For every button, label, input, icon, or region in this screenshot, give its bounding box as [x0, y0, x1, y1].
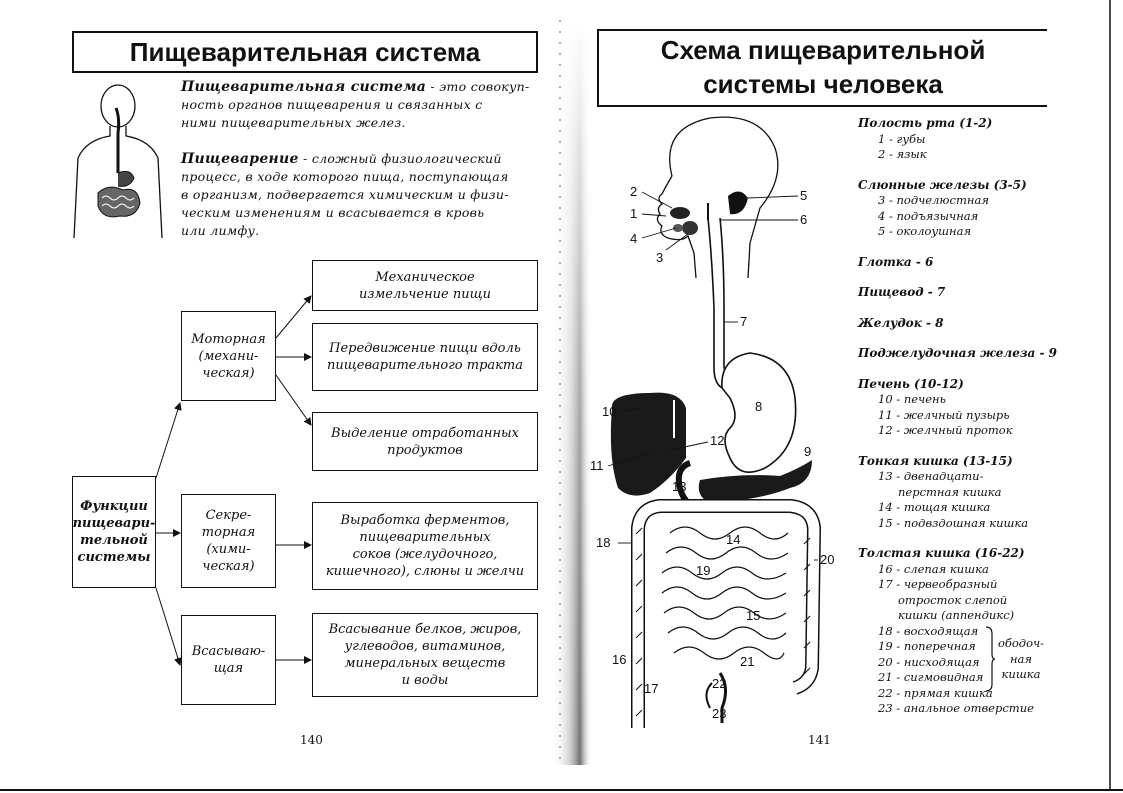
- legend-heading: Толстая кишка (16-22): [858, 546, 1025, 560]
- right-page-title: Схема пищеварительной системы человека: [597, 29, 1047, 107]
- label-12: 12: [710, 433, 724, 448]
- left-page-number: 140: [300, 733, 323, 747]
- legend-item: 16 - слепая кишка: [878, 561, 989, 576]
- legend-item: 14 - тощая кишка: [878, 500, 991, 514]
- label-5: 5: [800, 188, 807, 203]
- label-18: 18: [596, 535, 610, 550]
- legend-item: 17 - червеобразный: [878, 577, 998, 591]
- legend-item: 2 - язык: [878, 147, 927, 161]
- left-page-title: Пищеварительная система: [72, 31, 538, 73]
- legend-gap: [858, 439, 1068, 454]
- definition-digestive-system: Пищеварительная система - это совокуп- н…: [181, 79, 530, 130]
- legend-gap: [858, 163, 1068, 178]
- right-page-number: 141: [808, 733, 831, 747]
- label-20: 20: [820, 552, 834, 567]
- definition-digestion: Пищеварение - сложный физиологический пр…: [181, 151, 509, 238]
- secretory-function-box: Секре- торная (хими- ческая): [181, 494, 276, 588]
- legend-item: 11 - желчный пузырь: [878, 407, 1010, 422]
- label-1: 1: [630, 206, 637, 221]
- label-22: 22: [712, 676, 726, 691]
- legend-item: 4 - подъязычная: [878, 208, 979, 223]
- legend-item: 23 - анальное отверстие: [878, 701, 1034, 715]
- motor-function-box: Моторная (механи- ческая): [181, 311, 276, 401]
- label-13: 13: [672, 479, 686, 494]
- legend-gap: [858, 270, 1068, 285]
- body-silhouette-icon: [73, 84, 163, 239]
- legend-item: 21 - сигмовидная: [878, 670, 984, 684]
- legend-item: 19 - поперечная: [878, 639, 976, 653]
- mechanical-grinding-box: Механическое измельчение пищи: [312, 260, 538, 311]
- label-21: 21: [740, 654, 754, 669]
- label-9: 9: [804, 444, 811, 459]
- label-16: 16: [612, 652, 626, 667]
- legend-heading: Слюнные железы (3-5): [858, 177, 1027, 192]
- colon-brace: [985, 626, 996, 692]
- definition-term: Пищеварительная система: [181, 79, 427, 95]
- food-movement-box: Передвижение пищи вдоль пищеварительного…: [312, 323, 538, 391]
- legend-heading: Тонкая кишка (13-15): [858, 453, 1013, 468]
- legend-heading: Желудок - 8: [858, 315, 944, 330]
- legend-gap: [858, 331, 1068, 346]
- legend-gap: [858, 301, 1068, 316]
- legend-heading: Глотка - 6: [858, 254, 934, 269]
- enzyme-production-box: Выработка ферментов, пищеварительных сок…: [312, 502, 538, 590]
- label-19: 19: [696, 563, 710, 578]
- legend-item: отросток слепой: [898, 592, 1008, 607]
- absorption-function-box: Всасываю- щая: [181, 615, 276, 705]
- legend-item: 15 - подвздошная кишка: [878, 515, 1029, 530]
- legend-gap: [858, 531, 1068, 546]
- label-17: 17: [644, 681, 658, 696]
- flowchart-arrows: [155, 295, 312, 666]
- label-4: 4: [630, 231, 637, 246]
- label-8: 8: [755, 399, 762, 414]
- book-gutter-shadow: [552, 20, 592, 765]
- label-14: 14: [726, 532, 740, 547]
- legend-item: кишки (аппендикс): [898, 608, 1015, 622]
- label-6: 6: [800, 212, 807, 227]
- legend-item: 5 - околоушная: [878, 224, 972, 238]
- legend-item: перстная кишка: [898, 484, 1002, 499]
- functions-box: Функции пищевари- тельной системы: [72, 476, 156, 588]
- label-23: 23: [712, 706, 726, 721]
- legend-item: 10 - печень: [878, 392, 946, 406]
- legend-item: 1 - губы: [878, 131, 926, 146]
- legend-item: 20 - нисходящая: [878, 654, 980, 669]
- legend-item: 13 - двенадцати-: [878, 469, 984, 483]
- legend-heading: Поджелудочная железа - 9: [858, 346, 1057, 360]
- waste-excretion-box: Выделение отработанных продуктов: [312, 412, 538, 471]
- legend-item: 18 - восходящая: [878, 623, 979, 638]
- nutrient-absorption-box: Всасывание белков, жиров, углеводов, вит…: [312, 613, 538, 697]
- legend-item: 3 - подчелюстная: [878, 193, 989, 207]
- label-3: 3: [656, 250, 663, 265]
- definition-term: Пищеварение: [181, 151, 299, 167]
- label-10: 10: [602, 404, 616, 419]
- label-7: 7: [740, 314, 747, 329]
- legend-item: 12 - желчный проток: [878, 423, 1013, 437]
- label-11: 11: [590, 458, 604, 473]
- legend-heading: Печень (10-12): [858, 376, 964, 391]
- legend-heading: Пищевод - 7: [858, 285, 946, 299]
- legend-gap: [858, 362, 1068, 377]
- legend-item: 22 - прямая кишка: [878, 685, 993, 700]
- legend-gap: [858, 240, 1068, 255]
- digestive-system-diagram: 2 1 4 3 5 6 7 8 9 10 11 12 13 14 15 16 1…: [590, 116, 834, 728]
- colon-label: ободоч- ная кишка: [997, 636, 1045, 681]
- label-2: 2: [630, 184, 637, 199]
- legend-heading: Полость рта (1-2): [858, 116, 993, 130]
- label-15: 15: [746, 608, 760, 623]
